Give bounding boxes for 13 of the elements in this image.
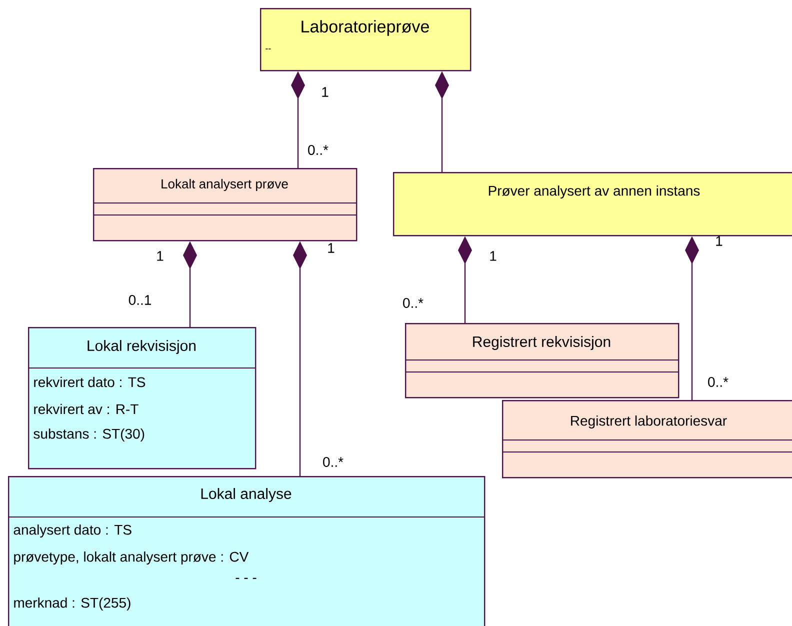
- class-box: Lokal rekvisisjon rekvirert dato : TS rekvirert av : R-T substans : ST(30): [28, 327, 256, 470]
- multiplicity-label: 1: [490, 251, 496, 261]
- class-box: Registrert laboratoriesvar: [502, 400, 792, 478]
- class-box: Prøver analysert av annen instans: [393, 172, 792, 236]
- multiplicity-label: 0..*: [308, 145, 328, 155]
- class-box: Lokal analyse analysert dato : TS prøvetype, lokalt analysert prøve : CV - - - merknad : ST(255): [8, 476, 486, 626]
- multiplicity-label: 1: [322, 87, 328, 97]
- class-box: Registrert rekvisisjon: [404, 323, 680, 398]
- multiplicity-label: 0..*: [708, 377, 728, 387]
- multiplicity-label: 0..*: [403, 298, 424, 308]
- class-box: Lokalt analysert prøve: [92, 168, 358, 242]
- multiplicity-label: 0..1: [128, 295, 151, 305]
- class-box: Laboratorieprøve --: [260, 8, 472, 72]
